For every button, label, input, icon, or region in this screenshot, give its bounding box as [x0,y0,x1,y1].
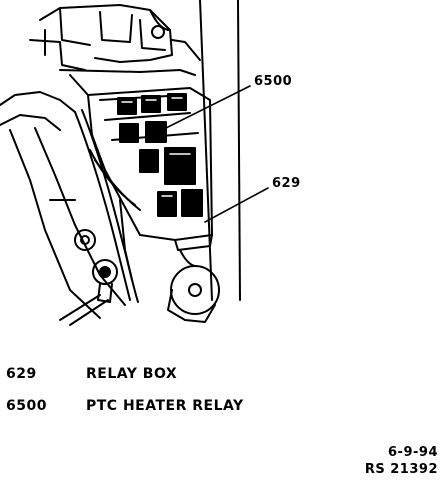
upper-components [29,4,201,96]
relay-module [181,189,203,217]
relay-module [145,121,167,143]
callout-629: 629 [272,176,301,191]
reference-block: 6-9-94 RS 21392 [365,444,438,478]
legend-row-629: 629 RELAY BOX [6,366,177,382]
wire-harness [74,109,141,303]
relay-module [141,95,161,113]
leader-line-6500 [149,85,251,137]
body-edge-lines [199,0,241,301]
relay-module [157,191,177,217]
relay-highlights [121,97,191,197]
legend-description: PTC HEATER RELAY [86,398,244,414]
reference-number: RS 21392 [364,462,438,477]
callout-6500: 6500 [254,74,293,89]
relay-box-illustration [0,0,269,326]
relay-modules [117,93,203,217]
relay-module [117,97,137,115]
relay-module [119,123,139,143]
leader-lines [149,85,269,223]
reference-date: 6-9-94 [388,445,438,460]
relay-module [167,93,187,111]
leader-line-629 [204,187,269,223]
legend-row-6500: 6500 PTC HEATER RELAY [6,398,244,414]
relay-module [139,149,159,173]
legend-code: 629 [6,366,37,382]
ground-terminal [59,259,118,326]
fender-panel [0,91,126,319]
reservoir-cap [167,249,220,323]
legend-description: RELAY BOX [86,366,178,382]
legend-code: 6500 [6,398,47,414]
